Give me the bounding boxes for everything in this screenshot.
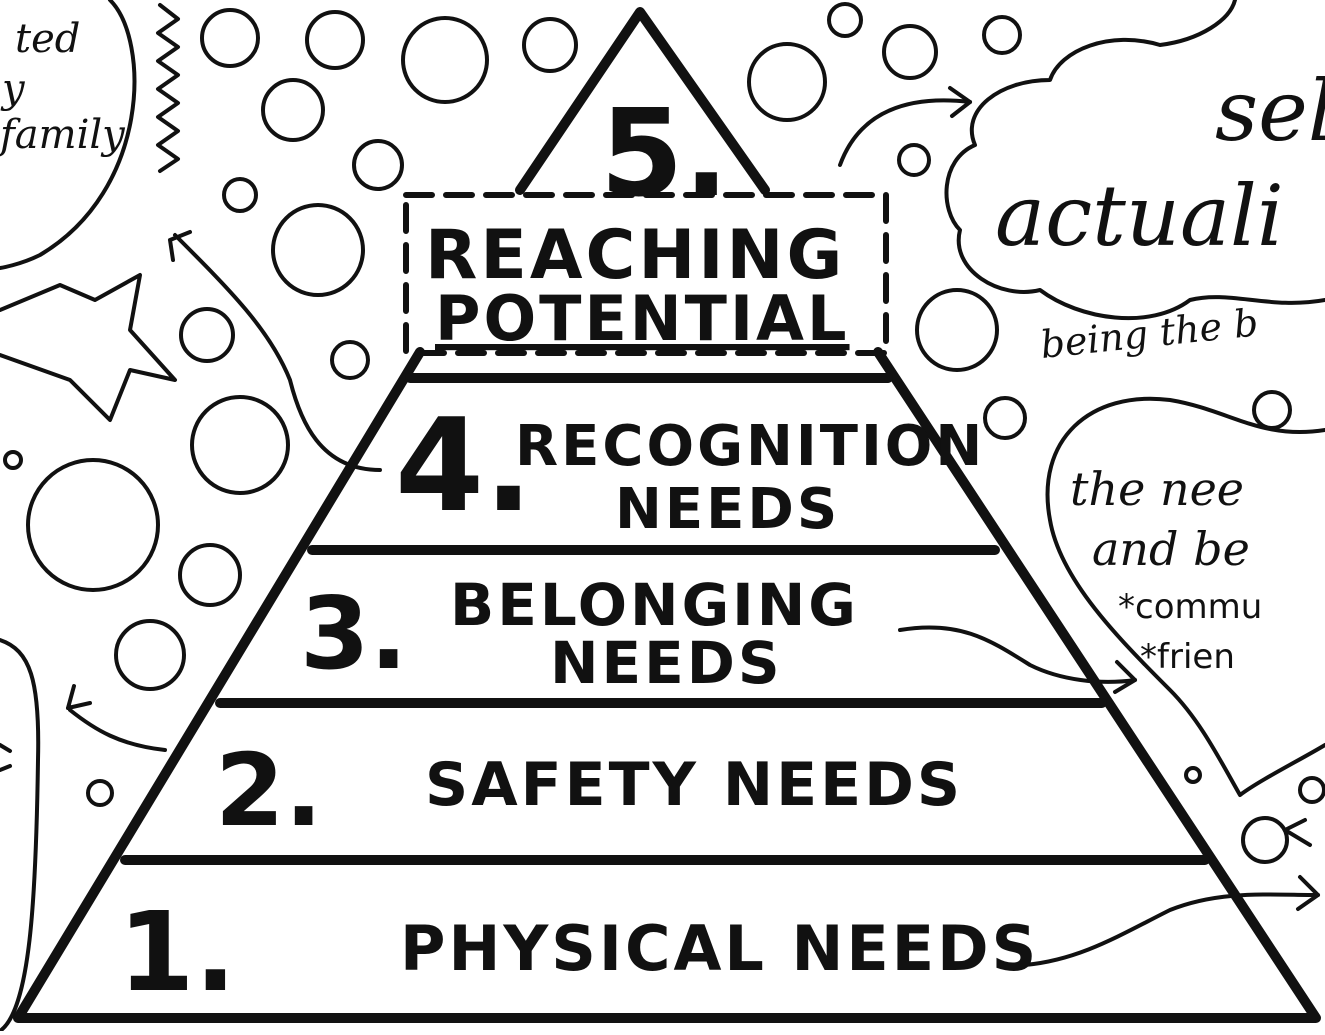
tier-3-label-line-1: BELONGING <box>450 571 859 639</box>
heart-text-line-3: *commu <box>1118 587 1262 627</box>
decorative-bubbles <box>3 2 1325 864</box>
apex-triangle <box>515 7 770 195</box>
tier-2-number: 2. <box>215 732 323 849</box>
tier-4-label-line-2: NEEDS <box>615 477 840 542</box>
left-doodles <box>0 0 382 1033</box>
heart-text-line-4: *frien <box>1140 637 1235 677</box>
heart-text-line-2: and be <box>1092 522 1250 576</box>
tier-4-number: 4. <box>395 392 533 541</box>
apex-number: 5. <box>600 85 729 224</box>
belonging-heart-text: the nee and be *commu *frien <box>1070 462 1262 677</box>
tier-1-number: 1. <box>118 888 236 1016</box>
top-left-note-line-3: family <box>0 112 126 158</box>
cloud-title-line-1: sel <box>1215 62 1325 160</box>
apex-label-box <box>403 192 889 356</box>
top-left-note: ted y family <box>0 16 126 158</box>
apex-label-line-1: REACHING <box>425 216 845 295</box>
tier-3-number: 3. <box>300 575 408 692</box>
pyramid: 5. REACHING POTENTIAL 4. RECOGNITION NEE… <box>13 7 1321 1023</box>
tier-3-label-line-2: NEEDS <box>550 629 783 697</box>
tier-2-label-line-1: SAFETY NEEDS <box>425 750 963 820</box>
tier-4-label-line-1: RECOGNITION <box>515 414 985 479</box>
self-actualization-cloud-text: sel actuali being the b <box>995 62 1325 367</box>
apex-label-line-2: POTENTIAL <box>435 282 850 355</box>
tier-1-label-line-1: PHYSICAL NEEDS <box>400 912 1039 985</box>
cloud-title-line-2: actuali <box>995 167 1284 265</box>
pyramid-outline <box>13 347 1321 1023</box>
top-left-note-line-1: ted <box>15 16 80 62</box>
cloud-caption: being the b <box>1038 300 1260 367</box>
heart-text-line-1: the nee <box>1070 462 1244 516</box>
top-left-note-line-2: y <box>0 66 26 112</box>
